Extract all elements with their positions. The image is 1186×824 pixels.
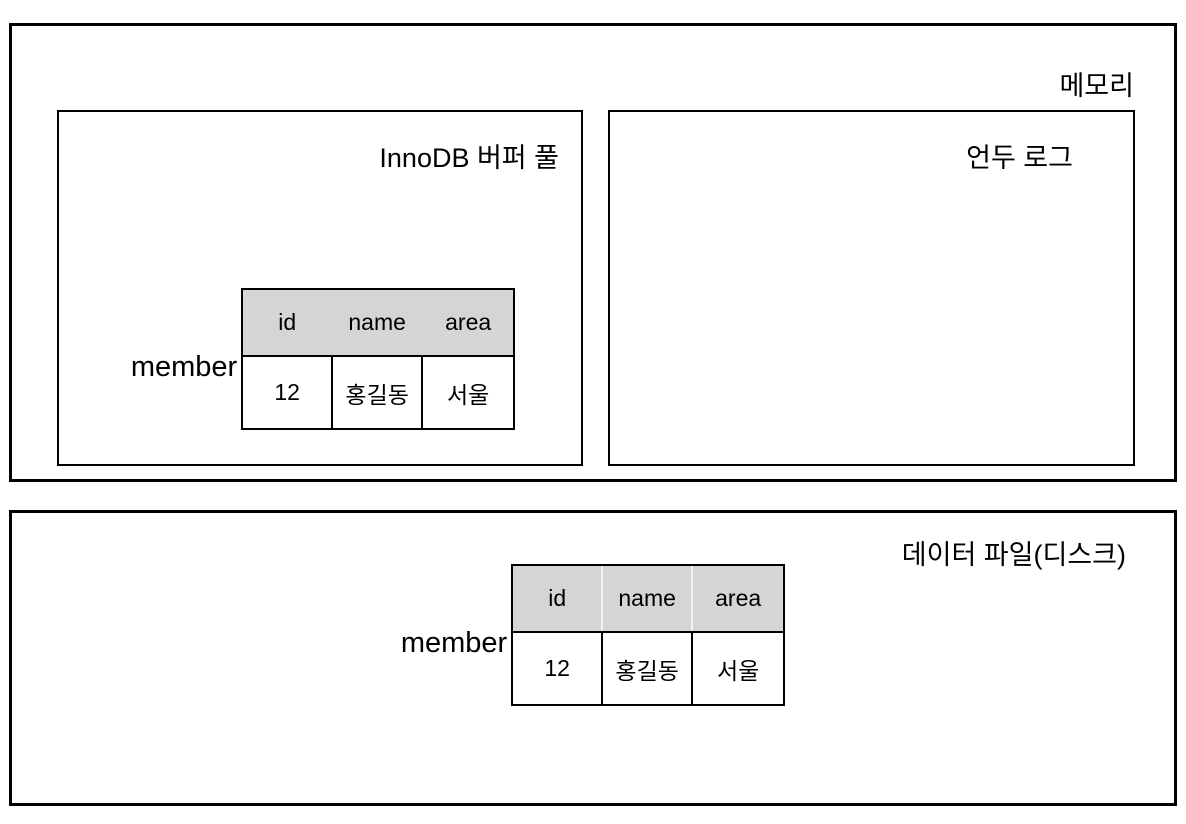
- cell-id: 12: [511, 631, 604, 706]
- cell-area: 서울: [421, 355, 516, 430]
- undo-log-box: 언두 로그: [608, 110, 1135, 466]
- datafile-member-table: id name area 12 홍길동 서울: [511, 564, 786, 706]
- column-header-area: area: [691, 564, 786, 633]
- datafile-region-title: 데이터 파일(디스크): [901, 540, 1126, 570]
- column-header-area: area: [421, 288, 516, 357]
- column-header-id: id: [511, 564, 604, 633]
- cell-id: 12: [241, 355, 334, 430]
- table-header-row: id name area: [241, 288, 516, 357]
- memory-region-title: 메모리: [1059, 71, 1134, 101]
- cell-name: 홍길동: [331, 355, 424, 430]
- innodb-buffer-pool-box: InnoDB 버퍼 풀 member id name area: [57, 110, 583, 466]
- column-header-id: id: [241, 288, 334, 357]
- datafile-table-group: member id name area 12 홍길동 서울: [12, 564, 1174, 706]
- table-row: 12 홍길동 서울: [511, 631, 786, 706]
- buffer-pool-table-label: member: [130, 350, 238, 383]
- buffer-pool-member-table: id name area 12 홍길동 서울: [241, 288, 516, 430]
- table-header-row: id name area: [511, 564, 786, 633]
- column-header-name: name: [601, 564, 694, 633]
- table-row: 12 홍길동 서울: [241, 355, 516, 430]
- datafile-disk-region: 데이터 파일(디스크) member id name area 12: [9, 510, 1177, 806]
- column-header-name: name: [331, 288, 424, 357]
- datafile-table-label: member: [400, 626, 508, 659]
- cell-name: 홍길동: [601, 631, 694, 706]
- memory-region: 메모리 InnoDB 버퍼 풀 member id name area: [9, 23, 1177, 482]
- buffer-pool-table-group: member id name area 12: [59, 288, 581, 430]
- cell-area: 서울: [691, 631, 786, 706]
- innodb-buffer-pool-title: InnoDB 버퍼 풀: [379, 143, 559, 173]
- undo-log-title: 언두 로그: [966, 143, 1073, 173]
